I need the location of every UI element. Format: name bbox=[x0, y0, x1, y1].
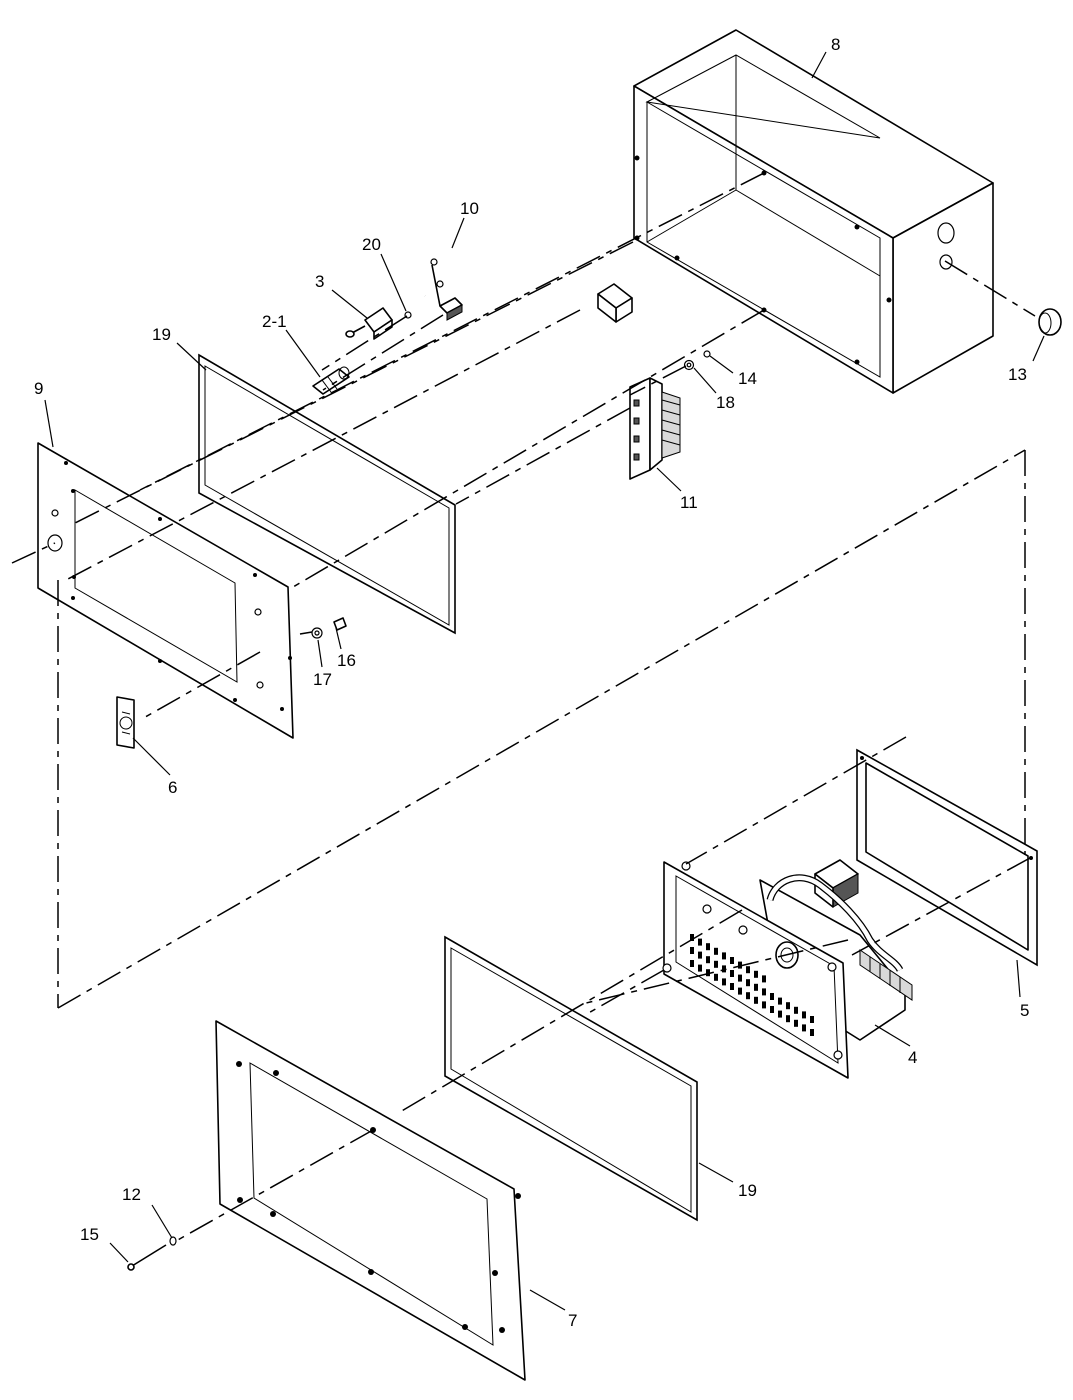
led-indicator bbox=[690, 934, 694, 941]
led-indicator bbox=[698, 964, 702, 972]
callout-9: 9 bbox=[34, 379, 43, 398]
led-indicator bbox=[802, 1024, 806, 1032]
callout-20: 20 bbox=[362, 235, 381, 254]
callout-10: 10 bbox=[460, 199, 479, 218]
callout-14: 14 bbox=[738, 369, 757, 388]
switch-components bbox=[312, 307, 412, 395]
led-indicator bbox=[706, 956, 710, 964]
led-indicator bbox=[754, 996, 758, 1004]
led-indicator bbox=[722, 978, 726, 986]
led-indicator bbox=[794, 1006, 798, 1014]
washer-nut-16-17 bbox=[311, 617, 347, 639]
led-indicator bbox=[762, 1001, 766, 1009]
callout-19-lower: 19 bbox=[738, 1181, 757, 1200]
led-indicator bbox=[762, 988, 766, 996]
led-indicator bbox=[698, 938, 702, 946]
callout-17: 17 bbox=[313, 670, 332, 689]
led-indicator bbox=[754, 983, 758, 991]
callout-16: 16 bbox=[337, 651, 356, 670]
led-indicator bbox=[690, 947, 694, 954]
callout-13: 13 bbox=[1008, 365, 1027, 384]
led-indicator bbox=[690, 960, 694, 967]
led-indicator bbox=[810, 1029, 814, 1036]
callout-6: 6 bbox=[168, 778, 177, 797]
led-indicator bbox=[730, 983, 734, 990]
led-indicator bbox=[778, 1010, 782, 1018]
callout-12: 12 bbox=[122, 1185, 141, 1204]
rear-mounting-plate bbox=[37, 442, 294, 739]
decal-label bbox=[116, 696, 135, 749]
callout-5: 5 bbox=[1020, 1001, 1029, 1020]
led-indicator bbox=[746, 979, 750, 987]
hole-plug bbox=[1038, 308, 1062, 336]
terminal-block bbox=[629, 377, 681, 480]
callout-7: 7 bbox=[568, 1311, 577, 1330]
gasket-control bbox=[856, 748, 1038, 967]
callout-3: 3 bbox=[315, 272, 324, 291]
led-indicator bbox=[802, 1011, 806, 1019]
callout-18: 18 bbox=[716, 393, 735, 412]
led-indicator bbox=[738, 961, 742, 969]
led-indicator bbox=[810, 1016, 814, 1023]
control-module bbox=[662, 859, 913, 1079]
washer-nut-14-18 bbox=[683, 350, 711, 371]
callout-labels: 8 10 20 3 2-1 19 9 14 18 13 11 16 17 6 5… bbox=[34, 35, 1029, 1330]
led-indicator bbox=[770, 993, 774, 1000]
led-indicator bbox=[714, 973, 718, 981]
led-indicator bbox=[722, 952, 726, 960]
led-indicator bbox=[786, 1015, 790, 1023]
enclosure-box bbox=[633, 29, 994, 394]
led-indicator bbox=[746, 966, 750, 974]
wire-harness bbox=[418, 249, 641, 388]
led-indicator bbox=[762, 975, 766, 983]
led-indicator bbox=[770, 1006, 774, 1013]
led-indicator bbox=[738, 987, 742, 995]
callout-4: 4 bbox=[908, 1048, 917, 1067]
led-indicator bbox=[714, 947, 718, 955]
led-indicator bbox=[794, 1019, 798, 1027]
callout-8: 8 bbox=[831, 35, 840, 54]
led-indicator bbox=[786, 1002, 790, 1010]
led-indicator bbox=[730, 970, 734, 977]
led-indicator bbox=[738, 974, 742, 982]
callout-11: 11 bbox=[680, 493, 698, 512]
screw-washer-12-15 bbox=[127, 1236, 177, 1271]
leader-lines bbox=[44, 51, 1045, 1311]
led-indicator bbox=[778, 997, 782, 1005]
front-bezel bbox=[215, 1020, 526, 1381]
led-indicator bbox=[746, 992, 750, 1000]
led-indicator bbox=[714, 960, 718, 968]
led-indicator bbox=[730, 957, 734, 964]
callout-19-upper: 19 bbox=[152, 325, 171, 344]
phantom-lines bbox=[11, 172, 1036, 1242]
callout-2-1: 2-1 bbox=[262, 312, 287, 331]
led-indicator-grid bbox=[690, 934, 814, 1036]
led-indicator bbox=[754, 970, 758, 978]
callout-15: 15 bbox=[80, 1225, 99, 1244]
gasket-lower bbox=[444, 935, 698, 1222]
gasket-upper bbox=[198, 353, 456, 635]
led-indicator bbox=[706, 969, 710, 977]
led-indicator bbox=[722, 965, 726, 973]
led-indicator bbox=[706, 943, 710, 951]
led-indicator bbox=[698, 951, 702, 959]
